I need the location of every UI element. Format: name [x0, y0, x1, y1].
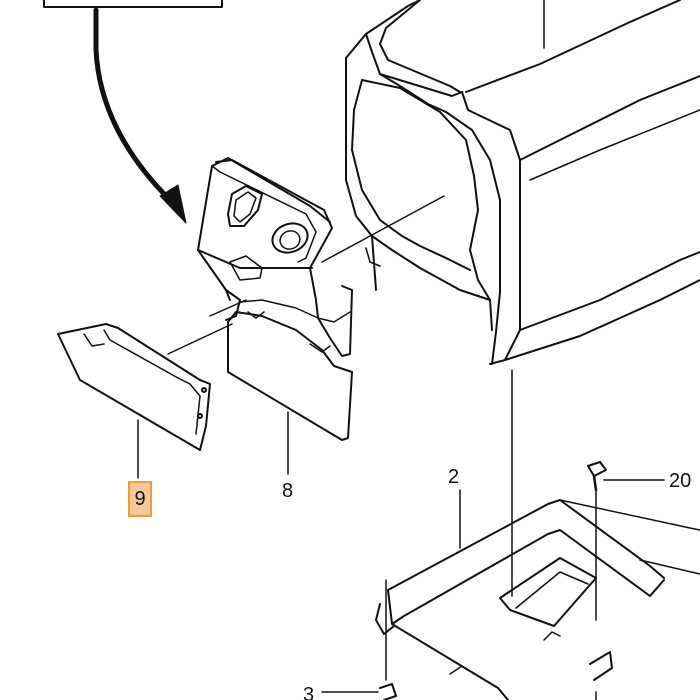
reference-box	[43, 0, 223, 8]
armrest-console	[345, 0, 700, 365]
panel-with-openings	[197, 157, 333, 301]
part-label-20: 20	[669, 470, 692, 492]
bottom-tray-part-2	[375, 369, 700, 700]
part-label-3: 3	[303, 684, 315, 700]
tray-part-9	[57, 323, 211, 479]
part-label-9-highlighted[interactable]: 9	[128, 481, 152, 517]
screw-part-3	[321, 579, 397, 700]
screw-part-20	[587, 461, 665, 621]
part-label-8: 8	[282, 480, 294, 502]
pointer-arrow	[93, 7, 187, 224]
part-label-2: 2	[448, 466, 460, 488]
bracket-part-8	[167, 195, 445, 475]
